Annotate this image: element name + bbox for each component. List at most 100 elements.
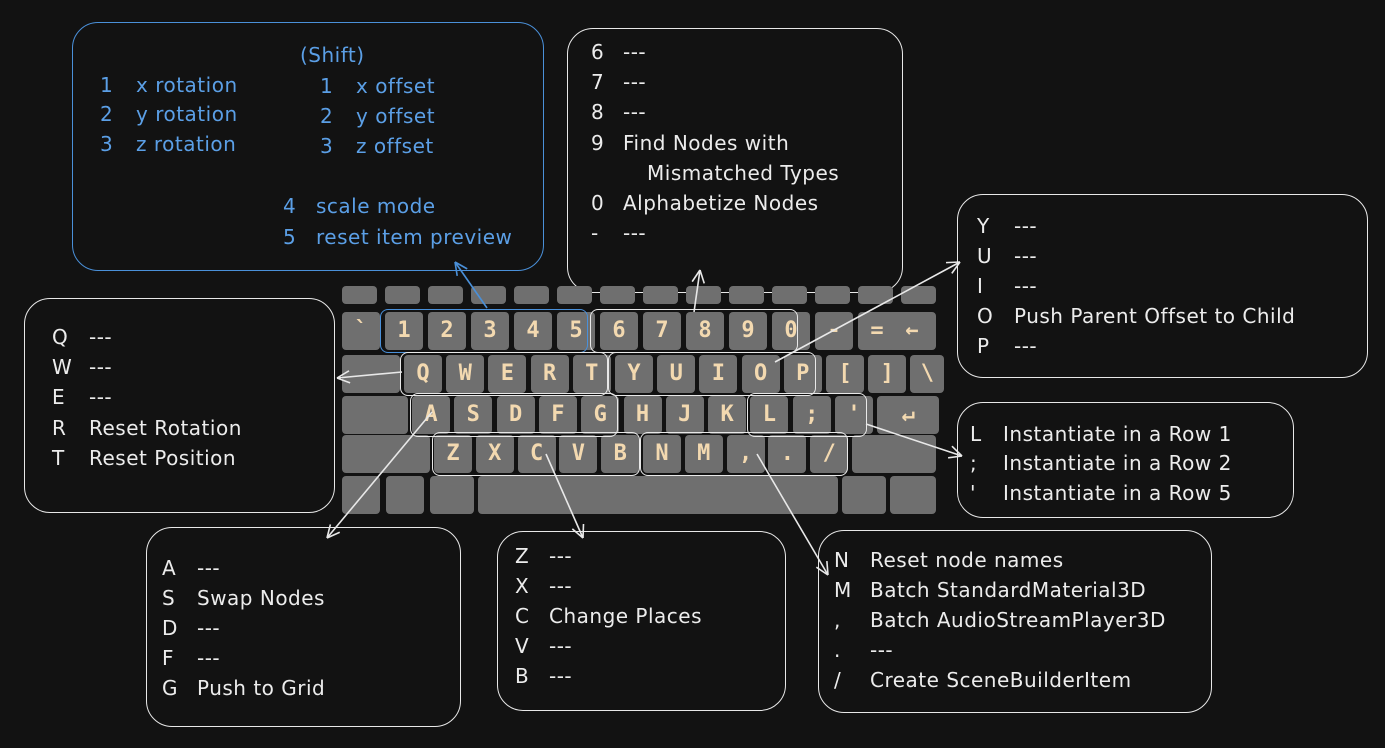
key-row1-4 [514,312,552,350]
key-row3-6 [665,396,704,434]
qwert-line-1-label: --- [89,355,113,379]
key-row2-12 [910,355,945,393]
tab-key [342,355,400,393]
key-row2-label-0: Q [416,361,430,386]
key-row3-label-5: H [635,402,650,427]
zxcvb-line-2-label: Change Places [549,604,703,628]
group-asdfg [410,393,618,437]
asdfg-line-4-label: Push to Grid [197,676,326,700]
nm-box [818,530,1212,713]
zxcvb-line-4-key: B [515,664,530,688]
row-line-1-key: ; [970,451,978,475]
yuiop-line-0-key: Y [977,214,990,238]
yuiop-line-3-key: O [977,304,994,328]
arrow-to-asdfg-box [326,411,433,539]
key-row4-label-5: N [655,441,669,466]
key-row1-label-2: 2 [440,318,454,343]
key-row2-0 [404,355,442,393]
key-row1-label-6: 6 [612,318,626,343]
key-row4-label-0: Z [446,441,460,466]
key-row2-11 [868,355,907,393]
function-key [385,286,420,304]
key-row4-label-8: . [780,441,795,466]
shift-left-1-key: 2 [100,102,114,126]
key-row3-4 [581,396,620,434]
yuiop-line-1-label: --- [1014,244,1038,268]
key-row3-11 [877,396,940,434]
yuiop-line-4-key: P [977,334,990,358]
key-row2-label-9: P [796,361,810,386]
nm-line-2-label: Batch AudioStreamPlayer3D [870,608,1166,632]
arrow-to-number-box [691,269,706,313]
yuiop-box [957,194,1368,378]
row-line-2-label: Instantiate in a Row 5 [1003,481,1232,505]
key-row2-label-3: R [542,361,557,386]
zxcvb-line-2-key: C [515,604,530,628]
key-row2-label-5: Y [627,361,641,386]
nm-line-0-label: Reset node names [870,548,1064,572]
key-row1-label-3: 3 [483,318,497,343]
key-row4-label-4: B [613,441,627,466]
row-line-0-label: Instantiate in a Row 1 [1003,422,1232,446]
qwert-line-1-key: W [52,355,73,379]
number-line-2-key: 8 [591,100,605,124]
qwert-line-4-label: Reset Position [89,446,237,470]
key-row1-label-8: 8 [698,318,712,343]
function-key [643,286,678,304]
number-line-0-key: 6 [591,40,605,64]
key-row1-label-12: = [870,318,884,343]
key-row1-label-0: ` [354,318,368,343]
key-row2-label-1: W [458,361,472,386]
key-row3-3 [538,396,577,434]
key-row2-4 [572,355,611,393]
key-row4-0 [434,435,472,473]
row-line-2-key: ' [970,481,976,505]
key-row4-6 [684,435,723,473]
nm-line-1-label: Batch StandardMaterial3D [870,578,1147,602]
number-line-4-label: Mismatched Types [647,161,840,185]
nm-line-1-key: M [834,578,852,602]
key-row2-6 [657,355,696,393]
zxcvb-line-1-label: --- [549,574,573,598]
key-row3-5 [623,396,662,434]
key-row1-5 [557,312,595,350]
zxcvb-line-4-label: --- [549,664,573,688]
number-line-1-label: --- [623,70,647,94]
shift-heading: (Shift) [300,43,365,67]
shift-box [72,22,544,271]
asdfg-line-0-label: --- [197,556,221,580]
shift-left-0-key: 1 [100,73,114,97]
key-row3-2 [496,396,535,434]
qwert-line-2-label: --- [89,385,113,409]
key-row2-label-11: ] [880,361,894,386]
key-row3-8 [750,396,789,434]
arrow-to-nm-box [756,453,829,576]
nm-line-0-key: N [834,548,850,572]
row-line-1-label: Instantiate in a Row 2 [1003,451,1232,475]
number-line-5-key: 0 [591,191,605,215]
key-row4-7 [726,435,765,473]
qwert-line-3-label: Reset Rotation [89,416,242,440]
yuiop-line-0-label: --- [1014,214,1038,238]
right-shift-key [852,435,936,473]
number-line-6-label: --- [623,221,647,245]
group-nm [640,432,848,476]
key-row4-3 [559,435,598,473]
key-row3-9 [792,396,831,434]
key-row1-10 [772,312,810,350]
key-row4-9 [810,435,849,473]
arrow-to-zxcvb-box [545,453,585,539]
nm-line-4-key: / [834,668,842,692]
key-row3-label-7: K [720,402,734,427]
qwert-line-0-key: Q [52,325,69,349]
key-row4-label-6: M [697,441,711,466]
key-row1-0 [342,312,380,350]
shift-right-1-key: 2 [320,104,334,128]
key-row2-2 [488,355,527,393]
key-row2-label-8: O [753,361,768,386]
key-row4-5 [643,435,681,473]
arrow-to-yuiop-box [774,261,961,363]
modifier-key [842,476,886,514]
number-line-3-label: Find Nodes with [623,131,790,155]
